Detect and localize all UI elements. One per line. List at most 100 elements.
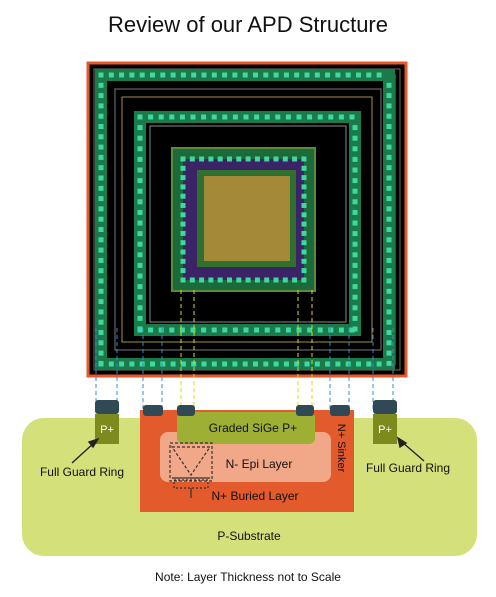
via-square (273, 72, 279, 78)
via-square (301, 165, 307, 171)
via-square (292, 156, 298, 162)
p-substrate-label: P-Substrate (217, 529, 281, 543)
via-square (211, 72, 217, 78)
via-square (338, 114, 344, 120)
via-square (386, 340, 392, 346)
guard-ring-arrows (71, 436, 425, 464)
via-square (352, 305, 358, 311)
via-square (137, 231, 143, 237)
via-square (386, 288, 392, 294)
via-square (98, 134, 104, 140)
via-square (386, 124, 392, 129)
via-square (137, 284, 143, 290)
via-square (211, 327, 217, 333)
via-square (108, 361, 114, 367)
via-square (254, 156, 260, 162)
via-square (137, 220, 143, 226)
via-square (222, 327, 228, 333)
middle-via-ring (137, 114, 358, 333)
via-square (98, 72, 104, 78)
via-square (338, 327, 344, 333)
via-square (345, 361, 351, 367)
via-square (352, 188, 358, 194)
via-square (301, 156, 307, 162)
via-square (180, 193, 186, 199)
via-square (386, 185, 392, 191)
via-square (386, 330, 392, 335)
via-square (386, 154, 392, 160)
via-square (98, 144, 104, 150)
via-square (349, 327, 355, 333)
via-square (301, 249, 307, 255)
cross-section: P+ P+ Full Guard Ring Full Guard Ring Gr… (22, 400, 477, 556)
via-square (242, 72, 248, 78)
graded-sige-label: Graded SiGe P+ (209, 421, 297, 435)
via-square (301, 203, 307, 208)
via-square (137, 114, 143, 120)
via-square (301, 184, 307, 190)
via-square (119, 72, 125, 78)
layout-ring-3 (114, 88, 382, 351)
via-square (201, 327, 207, 333)
via-square (180, 268, 186, 274)
via-square (352, 241, 358, 247)
via-square (264, 156, 270, 162)
via-square (294, 361, 300, 367)
via-square (98, 288, 104, 294)
via-square (137, 135, 143, 141)
via-square (386, 103, 392, 109)
via-square (352, 315, 358, 321)
via-square (137, 209, 143, 215)
via-square (211, 114, 217, 120)
via-square (98, 350, 104, 356)
via-square (208, 156, 214, 162)
via-square (275, 114, 281, 120)
graded-sige-layer (177, 412, 315, 444)
via-square (296, 327, 302, 333)
via-square (148, 114, 154, 120)
via-square (129, 72, 135, 78)
via-square (301, 212, 307, 218)
via-square (98, 247, 104, 253)
via-square (352, 156, 358, 162)
via-square (179, 114, 185, 120)
via-square (180, 221, 186, 227)
via-square (137, 125, 143, 131)
via-square (352, 231, 358, 237)
via-square (352, 326, 358, 332)
via-square (352, 284, 358, 290)
via-square (236, 156, 242, 162)
via-square (119, 361, 125, 367)
metal-cap (143, 405, 163, 416)
via-square (352, 209, 358, 215)
n-epi-label: N- Epi Layer (226, 457, 293, 471)
left-p-plus-contact (95, 414, 119, 444)
via-square (191, 72, 197, 78)
via-square (386, 247, 392, 253)
via-square (169, 114, 175, 120)
via-square (98, 237, 104, 243)
via-square (254, 277, 260, 283)
via-square (158, 327, 164, 333)
via-square (243, 114, 249, 120)
via-square (150, 72, 155, 78)
via-square (301, 277, 307, 283)
via-square (150, 361, 155, 367)
via-square (275, 327, 281, 333)
via-square (180, 249, 186, 255)
via-square (386, 113, 392, 119)
via-square (211, 361, 217, 367)
via-square (137, 241, 143, 247)
via-square (307, 114, 313, 120)
via-square (190, 114, 196, 120)
via-square (201, 72, 207, 78)
via-square (98, 206, 104, 212)
layout-ring-4 (121, 96, 373, 343)
right-p-plus-label: P+ (378, 424, 392, 436)
via-square (352, 220, 358, 226)
via-square (264, 277, 270, 283)
via-square (386, 299, 392, 305)
via-square (335, 72, 341, 78)
via-square (386, 350, 392, 356)
